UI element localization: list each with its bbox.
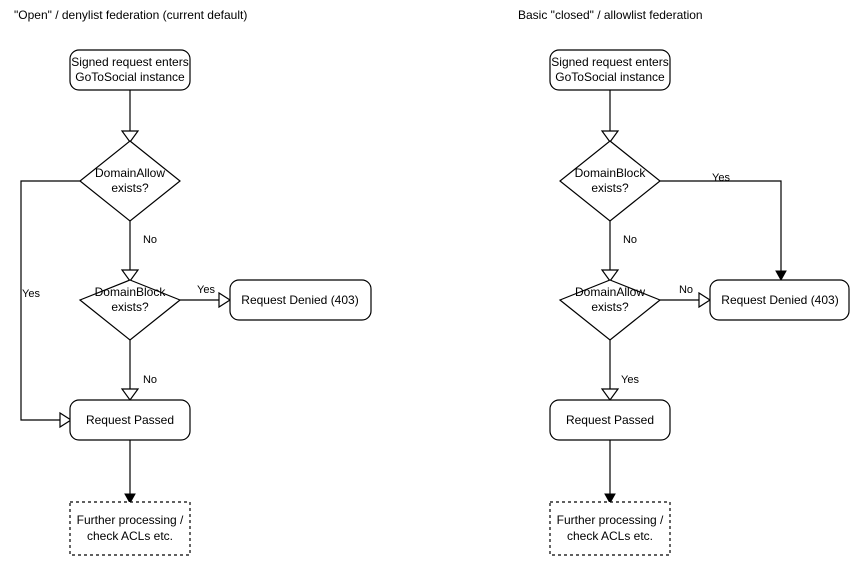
edge-domainallow-no-left: No — [120, 221, 157, 283]
node-further-processing-right[interactable]: Further processing / check ACLs etc. — [549, 501, 671, 556]
edge-domainallow-yes-right: Yes — [600, 340, 639, 402]
node-entry-left-line1: Signed request enters — [71, 55, 188, 69]
edge-passed-to-further-right — [604, 440, 616, 505]
edge-domainblock-no-right: No — [600, 221, 637, 283]
node-request-passed-right[interactable]: Request Passed — [549, 399, 671, 441]
node-request-denied-left[interactable]: Request Denied (403) — [229, 279, 372, 321]
arrowhead-open-icon — [698, 291, 712, 309]
edge-label-domainblock-yes-right: Yes — [712, 172, 730, 184]
node-entry-left-line2: GoToSocial instance — [75, 70, 185, 84]
edge-entry-to-domainallow-left — [120, 90, 140, 144]
node-request-denied-right-label: Request Denied (403) — [721, 293, 838, 307]
arrowhead-open-icon — [600, 269, 620, 283]
panel-open-denylist: "Open" / denylist federation (current de… — [14, 8, 372, 556]
edge-label-domainallow-no-right: No — [679, 284, 693, 296]
node-further-processing-left-shape[interactable] — [69, 501, 191, 556]
node-request-passed-right-label: Request Passed — [566, 413, 654, 427]
node-domain-block-left-line2: exists? — [111, 300, 149, 314]
node-request-denied-right[interactable]: Request Denied (403) — [709, 279, 850, 321]
edge-domainblock-yes-right: Yes — [660, 172, 787, 282]
arrowhead-open-icon — [600, 130, 620, 144]
node-further-processing-left[interactable]: Further processing / check ACLs etc. — [69, 501, 191, 556]
edge-domainblock-yes-left: Yes — [180, 284, 232, 309]
node-domain-block-left[interactable]: DomainBlock exists? — [78, 279, 182, 341]
node-entry-right-line1: Signed request enters — [551, 55, 668, 69]
arrowhead-open-icon — [120, 388, 140, 402]
arrowhead-solid-icon — [124, 493, 136, 505]
edge-domainallow-yes-left: Yes — [20, 180, 80, 429]
node-entry-right-line2: GoToSocial instance — [555, 70, 665, 84]
node-further-processing-left-line1: Further processing / — [77, 513, 184, 527]
arrowhead-open-icon — [120, 130, 140, 144]
arrowhead-open-icon — [600, 388, 620, 402]
node-request-denied-left-shape[interactable] — [229, 279, 372, 321]
edge-label-domainallow-yes-right: Yes — [621, 374, 639, 386]
node-domain-allow-right[interactable]: DomainAllow exists? — [558, 279, 662, 341]
node-further-processing-right-line1: Further processing / — [557, 513, 664, 527]
node-further-processing-right-shape[interactable] — [549, 501, 671, 556]
edge-passed-to-further-left — [124, 440, 136, 505]
node-request-denied-left-label: Request Denied (403) — [241, 293, 358, 307]
node-request-denied-right-shape[interactable] — [709, 279, 850, 321]
edge-label-domainallow-no-left: No — [143, 234, 157, 246]
edge-domainblock-no-left: No — [120, 340, 157, 402]
node-domain-allow-right-line2: exists? — [591, 300, 629, 314]
arrowhead-open-icon — [218, 291, 232, 309]
edge-label-domainblock-yes-left: Yes — [197, 284, 215, 296]
node-entry-left[interactable]: Signed request enters GoToSocial instanc… — [69, 49, 191, 91]
node-request-passed-left[interactable]: Request Passed — [69, 399, 191, 441]
node-domain-allow-right-line1: DomainAllow — [575, 285, 645, 299]
arrowhead-open-icon — [120, 269, 140, 283]
node-domain-block-right[interactable]: DomainBlock exists? — [559, 140, 661, 222]
arrowhead-solid-icon — [775, 270, 787, 282]
edge-label-domainallow-yes-left: Yes — [22, 288, 40, 300]
node-domain-block-left-line1: DomainBlock — [95, 285, 167, 299]
node-domain-allow-left[interactable]: DomainAllow exists? — [79, 140, 181, 222]
node-domain-allow-left-line1: DomainAllow — [95, 166, 165, 180]
arrowhead-open-icon — [59, 411, 73, 429]
edge-label-domainblock-no-right: No — [623, 234, 637, 246]
node-request-passed-left-label: Request Passed — [86, 413, 174, 427]
node-domain-allow-left-line2: exists? — [111, 181, 149, 195]
edge-entry-to-domainblock-right — [600, 90, 620, 144]
arrowhead-solid-icon — [604, 493, 616, 505]
node-entry-right[interactable]: Signed request enters GoToSocial instanc… — [549, 49, 671, 91]
node-further-processing-left-line2: check ACLs etc. — [87, 529, 173, 543]
edge-domainallow-no-right: No — [660, 284, 712, 309]
node-domain-block-right-line1: DomainBlock — [575, 166, 647, 180]
node-further-processing-right-line2: check ACLs etc. — [567, 529, 653, 543]
panel-title-closed-allowlist: Basic "closed" / allowlist federation — [518, 8, 703, 22]
edge-label-domainblock-no-left: No — [143, 374, 157, 386]
panel-title-open-denylist: "Open" / denylist federation (current de… — [14, 8, 247, 22]
node-domain-block-right-line2: exists? — [591, 181, 629, 195]
panel-closed-allowlist: Basic "closed" / allowlist federation Si… — [518, 8, 850, 556]
